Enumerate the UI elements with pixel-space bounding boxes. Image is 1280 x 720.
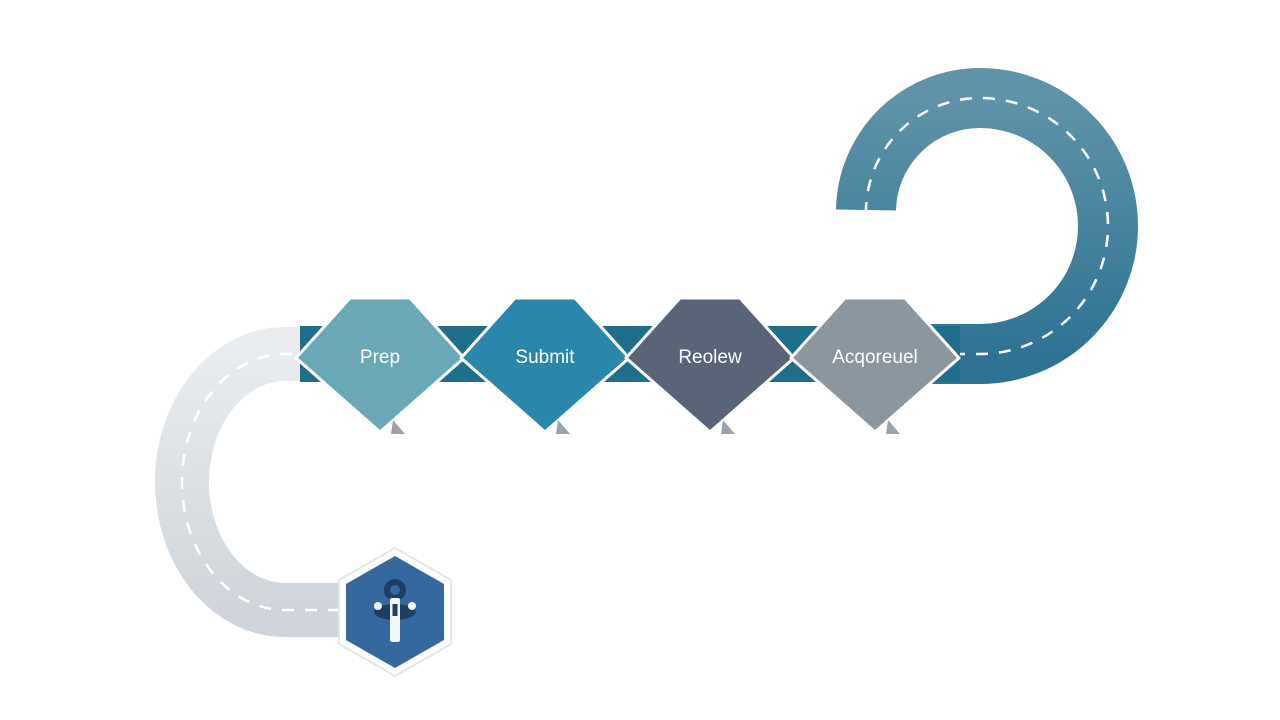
step-label: Prep <box>360 347 400 368</box>
step-pointer-icon <box>886 420 900 434</box>
step-3[interactable]: Reolew <box>624 296 796 434</box>
person-with-key-icon <box>374 579 416 642</box>
step-pointer-icon <box>721 420 735 434</box>
step-diamond <box>789 296 961 434</box>
right-road <box>836 67 1138 384</box>
start-badge[interactable] <box>338 546 452 678</box>
step-diamond <box>294 296 466 434</box>
step-4[interactable]: Acqoreuel <box>789 296 961 434</box>
step-pointer-icon <box>556 420 570 434</box>
step-pointer-icon <box>391 420 405 434</box>
step-2[interactable]: Submit <box>459 296 631 434</box>
steps-layer: Prep Submit Reolew Acqoreuel <box>294 296 961 434</box>
left-road <box>155 327 340 637</box>
step-label: Reolew <box>678 347 742 368</box>
right-road-dashes <box>864 96 1110 356</box>
left-road-dashes <box>180 352 340 612</box>
step-diamond <box>459 296 631 434</box>
step-label: Acqoreuel <box>832 347 918 368</box>
step-label: Submit <box>515 347 575 368</box>
step-diamond <box>624 296 796 434</box>
left-road-surface <box>155 327 340 637</box>
step-1[interactable]: Prep <box>294 296 466 434</box>
